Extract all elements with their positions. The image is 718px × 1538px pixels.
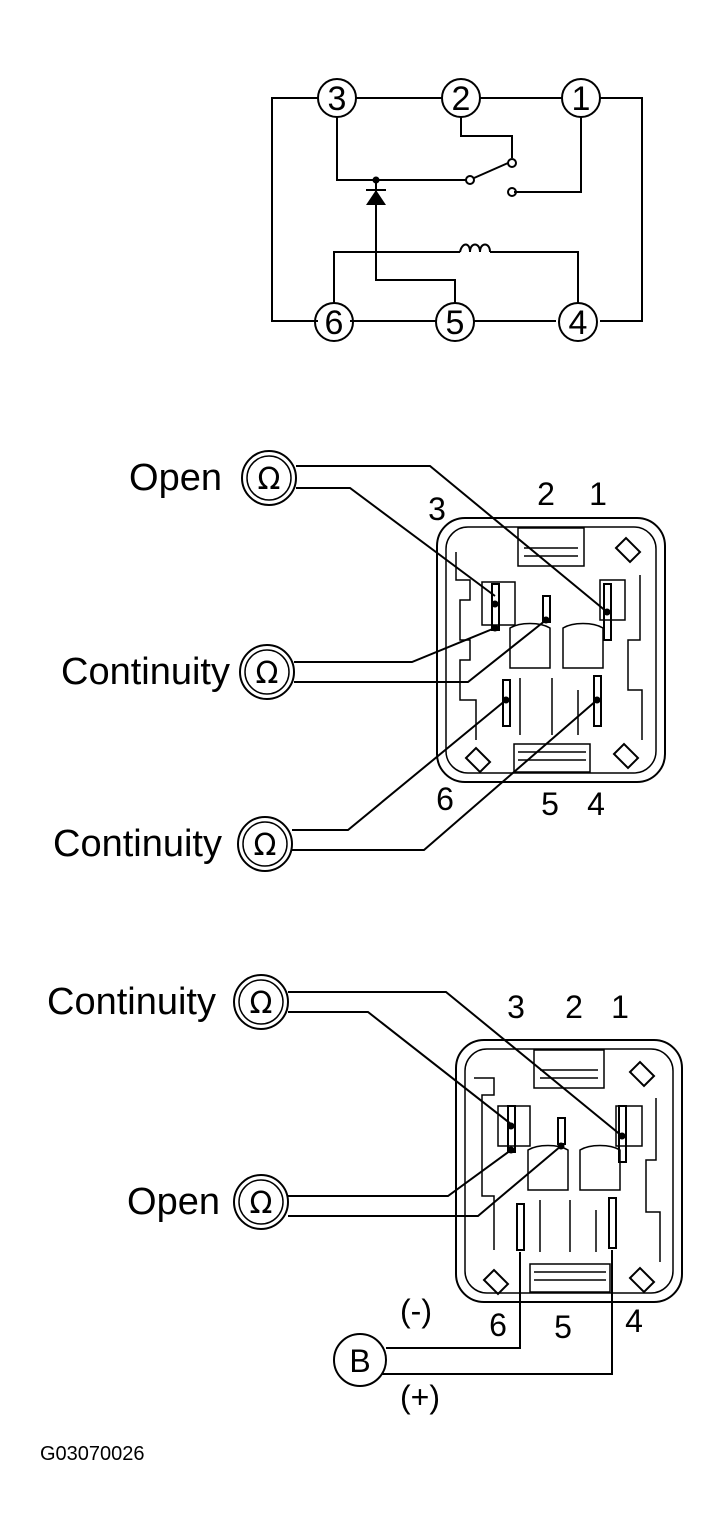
positive-label: (+) (400, 1379, 440, 1415)
ohmmeter-open-energized: Open Ω (127, 1142, 565, 1230)
relay-body-top (436, 517, 666, 783)
svg-text:4: 4 (569, 304, 588, 342)
ohm-icon: Ω (250, 1186, 273, 1221)
pin-label-3: 3 (507, 989, 525, 1025)
pin-label-5: 5 (554, 1309, 572, 1345)
pin-label-2: 2 (537, 476, 555, 512)
negative-label: (-) (400, 1293, 432, 1329)
ohmmeter-continuity-bottom: Continuity Ω (53, 696, 601, 872)
test-deenergized: 3 2 1 6 5 4 Open Ω Continuity Ω (53, 450, 666, 872)
svg-text:2: 2 (452, 80, 471, 118)
pin-label-6: 6 (436, 781, 454, 817)
figure-code: G03070026 (40, 1443, 145, 1465)
pin-label-4: 4 (625, 1303, 643, 1339)
svg-text:5: 5 (446, 304, 465, 342)
terminal-2: 2 (441, 78, 481, 118)
meter-label-open: Open (127, 1181, 220, 1223)
pin-label-1: 1 (589, 476, 607, 512)
relay-body-bottom (455, 1039, 683, 1303)
ohmmeter-continuity-mid: Continuity Ω (61, 616, 550, 700)
ohm-icon: Ω (258, 462, 281, 497)
ohmmeter-open-top: Open Ω (129, 450, 611, 616)
pin-label-5: 5 (541, 786, 559, 822)
svg-text:6: 6 (325, 304, 344, 342)
battery-label: B (349, 1343, 370, 1379)
terminal-6: 6 (314, 302, 354, 342)
relay-schematic: 3 2 1 6 5 4 (271, 78, 643, 342)
ohm-icon: Ω (254, 828, 277, 863)
test-energized: 3 2 1 6 5 4 Continuity Ω Open Ω (47, 974, 683, 1415)
svg-text:1: 1 (572, 80, 591, 118)
meter-label-continuity-2: Continuity (53, 823, 222, 865)
meter-label-open: Open (129, 457, 222, 499)
terminal-1: 1 (561, 78, 601, 118)
battery: B (-) (+) (333, 1250, 613, 1415)
ohm-icon: Ω (250, 986, 273, 1021)
meter-label-continuity: Continuity (47, 981, 216, 1023)
pin-label-1: 1 (611, 989, 629, 1025)
pin-label-4: 4 (587, 786, 605, 822)
meter-label-continuity-1: Continuity (61, 651, 230, 693)
svg-text:3: 3 (328, 80, 347, 118)
terminal-4: 4 (558, 302, 598, 342)
terminal-5: 5 (435, 302, 475, 342)
ohm-icon: Ω (256, 656, 279, 691)
ohmmeter-continuity-energized: Continuity Ω (47, 974, 626, 1140)
pin-label-6: 6 (489, 1307, 507, 1343)
pin-label-2: 2 (565, 989, 583, 1025)
pin-label-3: 3 (428, 491, 446, 527)
terminal-3: 3 (317, 78, 357, 118)
